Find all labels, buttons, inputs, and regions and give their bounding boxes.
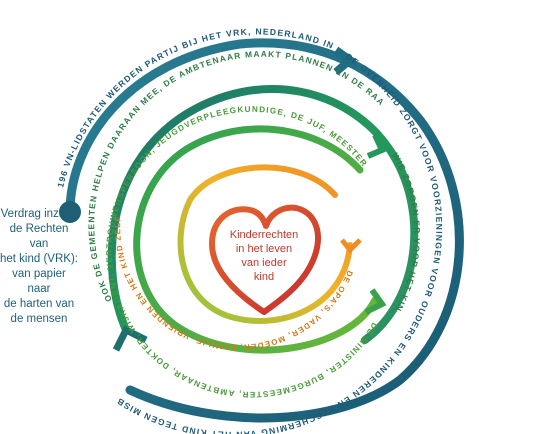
outer-ring-arrowhead [333,46,357,76]
heart-label-line: Kinderrechten [229,229,299,241]
heart-label-line: van ieder [241,257,287,269]
side-caption: Verdrag inzake de Rechten van het kind (… [0,207,78,327]
caption-line: Verdrag inzake [0,208,78,220]
outer-ring-start-dot [59,201,81,223]
caption-line: van papier naar [12,268,66,295]
second-ring-arc [107,85,419,344]
third-ring-arrowhead [364,288,387,315]
outer-ring-arc [65,38,464,423]
fourth-ring-arrowhead [340,238,362,254]
second-ring-arrowhead [112,325,148,352]
heart-label: Kinderrechten in het leven van ieder kin… [228,228,300,284]
second-ring-arrowhead-right [366,133,387,159]
third-ring-arc [133,125,379,354]
heart-label-line: in het leven [235,243,293,255]
caption-line: de harten van [3,298,75,310]
caption-line: de mensen [10,313,68,325]
heart-shape [209,204,321,315]
caption-line: de Rechten van [9,223,69,250]
heart-label-line: kind [253,271,275,283]
caption-line: het kind (VRK): [0,253,78,265]
fourth-ring-arc [177,164,353,324]
